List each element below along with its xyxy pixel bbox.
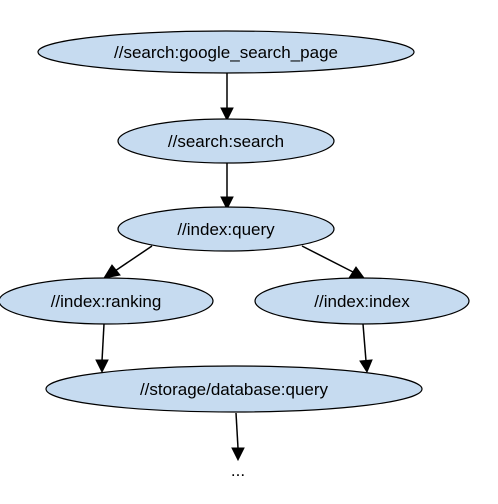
edge-search-to-index-query [220,163,234,211]
node-index-query[interactable]: //index:query [117,206,335,252]
edge-index-query-to-index [301,245,365,279]
nodes: //search:google_search_page //search:sea… [0,30,470,413]
arrowhead-icon [220,107,234,122]
edge-database-query-to-more [231,412,245,462]
arrowhead-icon [102,264,121,279]
node-google-search-page[interactable]: //search:google_search_page [37,30,415,74]
edge-google-search-page-to-search [220,73,234,122]
node-ellipse [254,277,470,325]
arrowhead-icon [348,266,365,279]
node-label: //search:search [168,132,284,151]
edges [95,73,373,462]
node-label: //index:ranking [51,292,162,311]
arrowhead-icon [231,447,245,462]
node-label: //index:index [314,292,410,311]
node-search-search[interactable]: //search:search [117,118,335,164]
node-ellipse [45,365,423,413]
node-index-index[interactable]: //index:index [254,277,470,325]
edge-index-query-to-ranking [102,245,153,279]
node-label: //storage/database:query [140,380,329,399]
node-index-ranking[interactable]: //index:ranking [0,277,214,325]
continuation-ellipsis: ... [231,461,245,480]
arrowhead-icon [95,359,109,374]
arrowhead-icon [220,196,234,211]
node-ellipse [37,30,415,74]
edge-index-to-database-query [359,323,373,374]
node-ellipse [117,118,335,164]
arrowhead-icon [359,359,373,374]
node-storage-database-query[interactable]: //storage/database:query [45,365,423,413]
edge-ranking-to-database-query [95,323,109,374]
node-ellipse [0,277,214,325]
node-label: //search:google_search_page [114,43,338,62]
node-label: //index:query [177,220,275,239]
node-ellipse [117,206,335,252]
